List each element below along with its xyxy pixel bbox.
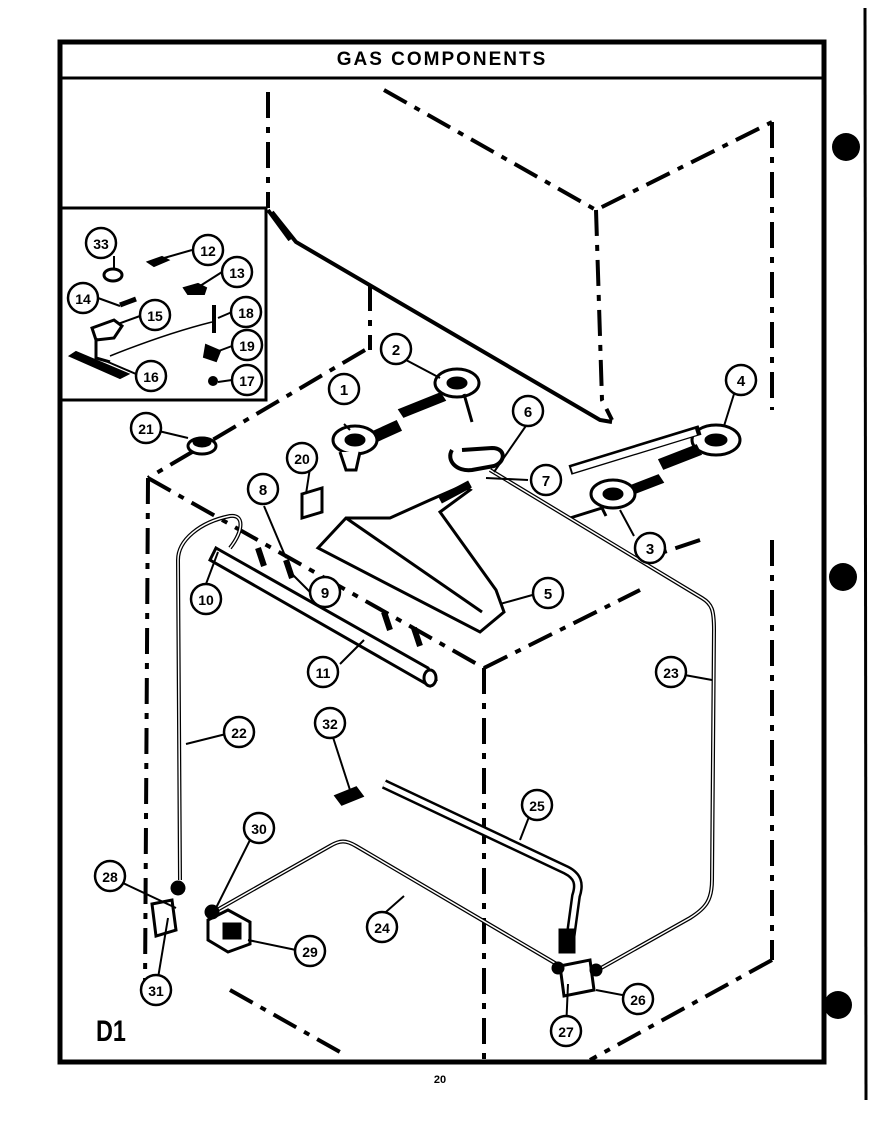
callout-6: 6 [511,394,545,428]
callout-1: 1 [327,372,361,406]
callout-28-label: 28 [102,869,118,885]
callout-3: 3 [633,531,667,565]
callout-12-label: 12 [200,243,216,259]
callout-balloons: 1 2 3 4 5 6 7 8 9 10 11 12 13 14 15 16 1… [66,226,758,1048]
callout-11: 11 [306,655,340,689]
callout-18-label: 18 [238,305,254,321]
callout-9: 9 [308,575,342,609]
callout-28: 28 [93,859,127,893]
callout-24: 24 [365,910,399,944]
inset-box [58,206,268,402]
callout-25-label: 25 [529,798,545,814]
callout-9-label: 9 [321,585,329,602]
callout-7-label: 7 [542,473,550,490]
diagram-code: D1 [96,1015,126,1048]
page-number: 20 [433,1074,447,1086]
callout-12: 12 [191,233,225,267]
callout-31: 31 [139,973,173,1007]
burner-assemblies [186,367,742,520]
manifold-pipe [208,485,438,688]
binder-hole-middle [829,563,857,591]
callout-21: 21 [129,411,163,445]
callout-19-label: 19 [239,338,255,354]
callout-10-label: 10 [198,592,214,608]
callout-26-label: 26 [630,992,646,1008]
cabinet-solid-edges [266,208,613,424]
callout-10: 10 [189,582,223,616]
diagram-title: GAS COMPONENTS [336,49,548,70]
callout-22-label: 22 [231,725,247,741]
callout-31-label: 31 [148,983,164,999]
binder-hole-top [832,133,860,161]
callout-27-label: 27 [558,1024,574,1040]
callout-14: 14 [66,281,100,315]
callout-26: 26 [621,982,655,1016]
callout-19: 19 [230,328,264,362]
callout-27: 27 [549,1014,583,1048]
griddle-burner [315,480,506,634]
callout-30-label: 30 [251,821,267,837]
callout-15: 15 [138,298,172,332]
callout-18: 18 [229,295,263,329]
callout-16: 16 [134,359,168,393]
callout-17-label: 17 [239,373,255,389]
callout-4: 4 [724,363,758,397]
callout-8: 8 [246,472,280,506]
callout-6-label: 6 [524,404,532,421]
callout-21-label: 21 [138,421,154,437]
callout-22: 22 [222,715,256,749]
callout-20-label: 20 [294,451,310,467]
callout-14-label: 14 [75,291,91,307]
callout-23: 23 [654,655,688,689]
callout-13: 13 [220,255,254,289]
callout-2-label: 2 [392,342,400,359]
callout-24-label: 24 [374,920,390,936]
callout-8-label: 8 [259,482,267,499]
callout-7: 7 [529,463,563,497]
diagram-frame [57,39,827,1065]
page-edge [863,7,868,1101]
callout-5-label: 5 [544,586,552,603]
binder-hole-bottom [824,991,852,1019]
callout-33-label: 33 [93,236,109,252]
callout-33: 33 [84,226,118,260]
callout-5: 5 [531,576,565,610]
callout-13-label: 13 [229,265,245,281]
gas-tubes [175,445,717,974]
callout-29: 29 [293,934,327,968]
callout-11-label: 11 [316,665,331,681]
callout-1-label: 1 [340,382,348,399]
callout-20: 20 [285,441,319,475]
callout-32: 32 [313,706,347,740]
inset-parts [67,255,222,386]
callout-4-label: 4 [737,373,746,390]
cabinet-outline [143,88,774,1062]
callout-15-label: 15 [147,308,163,324]
callout-17: 17 [230,363,264,397]
callout-30: 30 [242,811,276,845]
callout-25: 25 [520,788,554,822]
callout-16-label: 16 [143,369,159,385]
callout-32-label: 32 [322,716,338,732]
callout-23-label: 23 [663,665,679,681]
callout-2: 2 [379,332,413,366]
callout-3-label: 3 [646,541,654,558]
callout-29-label: 29 [302,944,318,960]
